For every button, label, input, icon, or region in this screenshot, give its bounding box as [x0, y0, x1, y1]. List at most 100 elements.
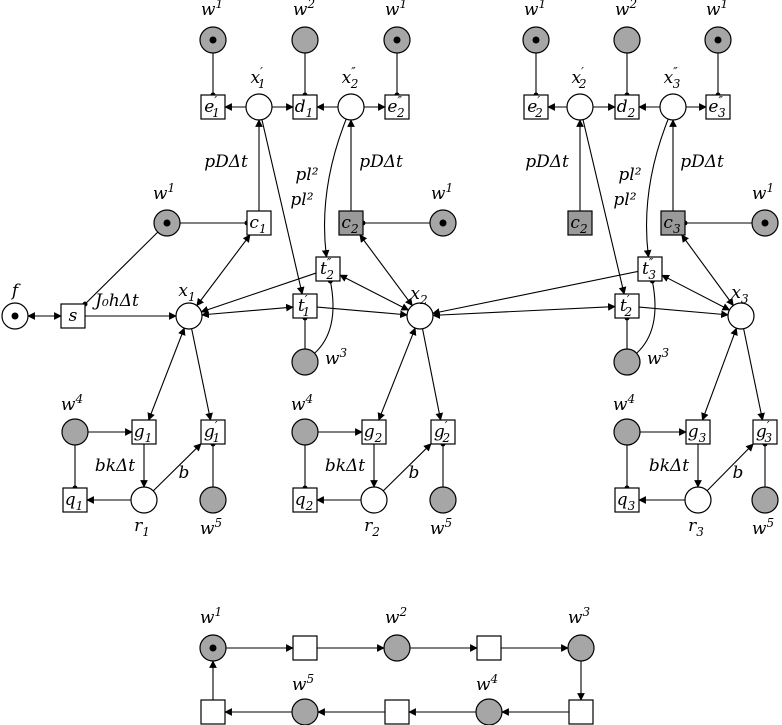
label-t2pp: t″2	[320, 256, 334, 282]
label-g3p: g′3	[756, 419, 773, 445]
label-pDdt-2: pDΔt	[359, 152, 403, 172]
label-w3a: w3	[325, 346, 348, 369]
nodes-layer	[1, 26, 779, 725]
token-dot	[532, 36, 540, 44]
transition-e1p	[200, 94, 226, 120]
arc-xpp2-t2pp	[321, 118, 347, 258]
transition-c3	[660, 210, 686, 236]
label-c2b: c2	[570, 213, 587, 236]
resource-place-wb2	[613, 26, 641, 54]
transition-q1	[62, 487, 88, 513]
arc-t2p-x3	[638, 306, 729, 319]
arc-x2-t2pp	[339, 274, 410, 311]
label-bkdt-1: bkΔt	[95, 456, 135, 476]
arc-xp1-t1p	[261, 119, 305, 295]
label-r2: r2	[364, 516, 380, 539]
label-wb3: w1	[706, 0, 728, 20]
transition-t1p	[292, 293, 318, 319]
label-pDdt-1: pDΔt	[204, 152, 248, 172]
transition-d1	[292, 94, 318, 120]
arc-x2-c2	[359, 234, 413, 307]
token-dot	[163, 219, 171, 227]
label-w3b: w3	[647, 346, 670, 369]
token-dot	[714, 36, 722, 44]
transition-g3	[685, 419, 711, 445]
resource-place-w3a	[291, 348, 319, 376]
label-s: s	[69, 306, 78, 326]
label-pDdt-4: pDΔt	[680, 152, 724, 172]
arc-x3-g3	[701, 327, 738, 421]
cycle-transition-1	[476, 635, 502, 661]
label-c3: c3	[663, 213, 681, 236]
resource-place-w4a	[61, 418, 89, 446]
resource-place-w4c	[613, 418, 641, 446]
label-g2p: g′2	[434, 419, 450, 445]
cycle-label-w5: w5	[292, 672, 314, 695]
label-g1p: g′1	[204, 419, 220, 445]
label-w5c: w5	[752, 516, 774, 539]
token-dot	[11, 312, 19, 320]
label-pl2-4: pl²	[613, 190, 636, 210]
place-r2	[360, 486, 388, 514]
label-x1: x1	[178, 281, 195, 304]
transition-c2b	[567, 210, 593, 236]
arc-x2-g2	[377, 327, 417, 421]
transition-e2p	[523, 94, 549, 120]
arc-xpp3-t3pp	[643, 118, 669, 258]
label-x3: x3	[731, 283, 749, 306]
cycle-label-w3: w3	[568, 605, 591, 628]
label-c1: c1	[249, 213, 266, 236]
place-r3	[684, 486, 712, 514]
arc-r3-g3p	[706, 443, 754, 492]
resource-place-w5b	[429, 486, 457, 514]
label-d2: d2	[617, 97, 636, 120]
place-xpp3	[659, 93, 687, 121]
token-dot	[393, 36, 401, 44]
transition-g1	[131, 419, 157, 445]
label-wc1: w1	[153, 181, 175, 204]
cycle-label-w1: w1	[200, 605, 222, 628]
label-wa2: w2	[293, 0, 315, 20]
label-q2: q2	[295, 490, 314, 513]
label-pl2-2: pl²	[290, 190, 313, 210]
label-q1: q1	[65, 490, 84, 513]
label-wb2: w2	[615, 0, 637, 20]
label-xpp3: x″3	[664, 65, 681, 91]
token-dot	[209, 644, 217, 652]
place-x1	[175, 302, 203, 330]
label-xp2: x′2	[572, 65, 587, 91]
label-bkdt-3: bkΔt	[649, 456, 689, 476]
arc-wc1-s	[82, 231, 159, 307]
label-w4a: w4	[61, 392, 83, 415]
arc-w3b-t3pp	[636, 278, 656, 354]
transition-s	[60, 303, 86, 329]
label-wd2: w1	[752, 181, 774, 204]
label-w5a: w5	[200, 516, 222, 539]
arc-x2-g2p	[421, 328, 444, 421]
transition-g2p	[430, 419, 456, 445]
transition-g2	[361, 419, 387, 445]
resource-place-w5a	[199, 486, 227, 514]
cycle-label-w4: w4	[476, 672, 498, 695]
label-g2: g2	[364, 422, 383, 445]
label-pDdt-3: pDΔt	[525, 152, 569, 172]
place-xp2	[566, 93, 594, 121]
label-wd1: w1	[431, 181, 453, 204]
label-w5b: w5	[430, 516, 452, 539]
cycle-transition-3	[384, 699, 410, 725]
transition-q3	[614, 487, 640, 513]
label-g3: g3	[688, 422, 707, 445]
label-xpp2: x″2	[342, 65, 359, 91]
transition-t2pp	[315, 256, 341, 282]
cycle-transition-2	[568, 699, 594, 725]
label-wa3: w1	[385, 0, 407, 20]
transition-t3pp	[637, 256, 663, 282]
label-f: f	[10, 281, 21, 301]
arc-x1-t1p	[201, 303, 294, 319]
resource-place-w3b	[613, 348, 641, 376]
arcs-layer	[27, 53, 768, 716]
transition-c1	[246, 210, 272, 236]
arc-xp2-t2p	[582, 119, 627, 295]
label-d1: d1	[295, 97, 314, 120]
